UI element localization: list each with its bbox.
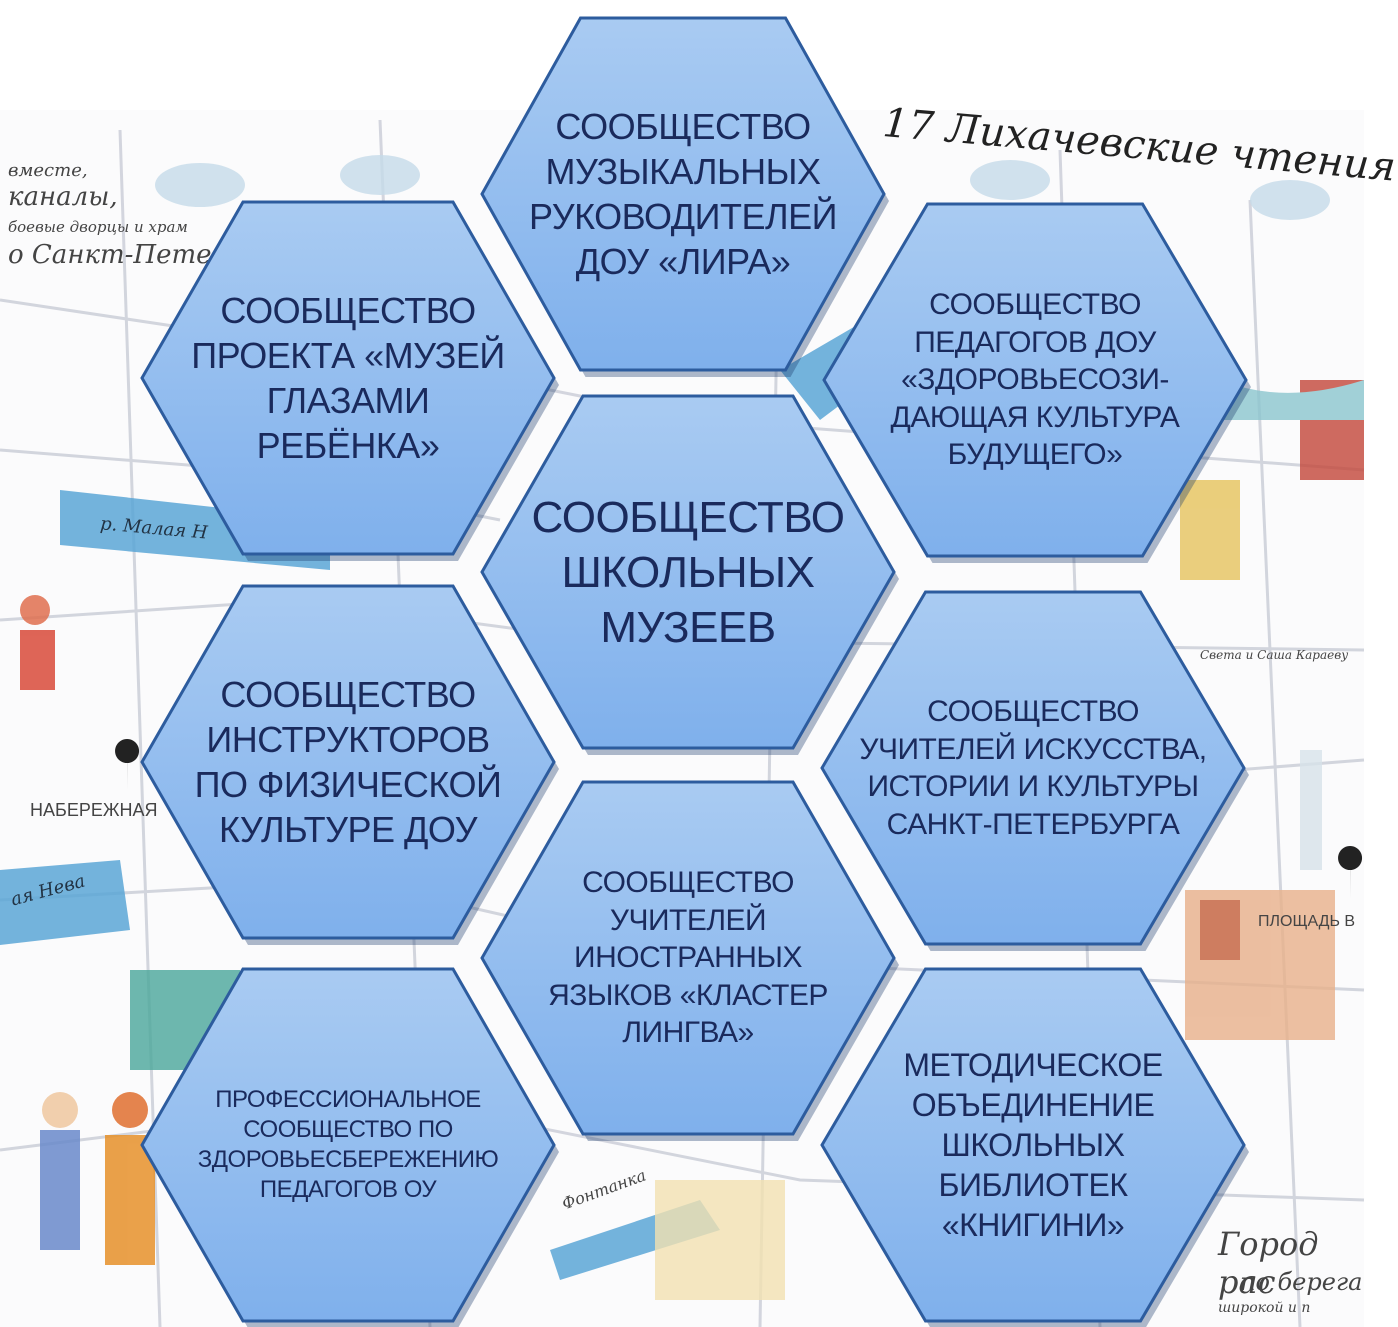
hex-label-knigini: МЕТОДИЧЕСКОЕ ОБЪЕДИНЕНИЕ ШКОЛЬНЫХ БИБЛИО… <box>903 1047 1163 1243</box>
map-note-spb: о Санкт-Петер <box>8 240 229 270</box>
hexagon-shape <box>822 202 1251 563</box>
map-note-dvor: боевые дворцы и храм <box>8 218 188 236</box>
hex-lira[interactable]: СООБЩЕСТВО МУЗЫКАЛЬНЫХ РУКОВОДИТЕЛЕЙ ДОУ… <box>478 14 889 377</box>
map-note-gorod: Город рас <box>1218 1225 1319 1301</box>
hex-prof[interactable]: ПРОФЕССИОНАЛЬНОЕ СООБЩЕСТВО ПО ЗДОРОВЬЕС… <box>138 965 559 1327</box>
hexagon-shape <box>140 584 559 945</box>
hex-label-muzei: СООБЩЕСТВО ПРОЕКТА «МУЗЕЙ ГЛАЗАМИ РЕБЁНК… <box>191 290 505 466</box>
hex-label-fizkult: СООБЩЕСТВО ИНСТРУКТОРОВ ПО ФИЗИЧЕСКОЙ КУ… <box>194 674 502 850</box>
hexagon-shape <box>140 200 559 561</box>
hexagon-shape <box>480 16 889 377</box>
street-label-nab: НАБЕРЕЖНАЯ <box>30 800 158 820</box>
hex-knigini[interactable]: МЕТОДИЧЕСКОЕ ОБЪЕДИНЕНИЕ ШКОЛЬНЫХ БИБЛИО… <box>818 965 1249 1327</box>
hex-label-iskusstvo: СООБЩЕСТВО УЧИТЕЛЕЙ ИСКУССТВА, ИСТОРИИ И… <box>859 695 1207 841</box>
map-note-po: по берега <box>1240 1268 1363 1296</box>
hexagon-shape <box>140 967 559 1327</box>
hex-fizkult[interactable]: СООБЩЕСТВО ИНСТРУКТОРОВ ПО ФИЗИЧЕСКОЙ КУ… <box>138 582 559 945</box>
hexagon-shape <box>480 780 899 1141</box>
map-note-kanal: каналы, <box>8 182 118 212</box>
map-note-shirokoi: широкой и п <box>1218 1300 1311 1316</box>
map-note-top: вместе, <box>8 160 88 181</box>
hex-zdorov[interactable]: СООБЩЕСТВО ПЕДАГОГОВ ДОУ «ЗДОРОВЬЕСОЗИ-Д… <box>820 200 1251 563</box>
hex-label-lingva: СООБЩЕСТВО УЧИТЕЛЕЙ ИНОСТРАННЫХ ЯЗЫКОВ «… <box>548 866 828 1050</box>
hex-lingva[interactable]: СООБЩЕСТВО УЧИТЕЛЕЙ ИНОСТРАННЫХ ЯЗЫКОВ «… <box>478 778 899 1141</box>
hexagon-shape <box>820 967 1249 1327</box>
hex-label-lira: СООБЩЕСТВО МУЗЫКАЛЬНЫХ РУКОВОДИТЕЛЕЙ ДОУ… <box>529 106 837 282</box>
hex-muzei[interactable]: СООБЩЕСТВО ПРОЕКТА «МУЗЕЙ ГЛАЗАМИ РЕБЁНК… <box>138 198 559 561</box>
hexagon-shape <box>480 394 899 755</box>
hex-label-zdorov: СООБЩЕСТВО ПЕДАГОГОВ ДОУ «ЗДОРОВЬЕСОЗИ-Д… <box>890 288 1180 472</box>
hex-center[interactable]: СООБЩЕСТВО ШКОЛЬНЫХ МУЗЕЕВ <box>478 392 899 755</box>
hex-label-center: СООБЩЕСТВО ШКОЛЬНЫХ МУЗЕЕВ <box>531 492 845 652</box>
square-label: ПЛОЩАДЬ В <box>1258 913 1356 930</box>
map-note-sveta: Света и Саша Караеву <box>1200 648 1349 662</box>
hex-iskusstvo[interactable]: СООБЩЕСТВО УЧИТЕЛЕЙ ИСКУССТВА, ИСТОРИИ И… <box>818 588 1249 951</box>
hex-label-prof: ПРОФЕССИОНАЛЬНОЕ СООБЩЕСТВО ПО ЗДОРОВЬЕС… <box>197 1086 499 1203</box>
hexagon-shape <box>820 590 1249 951</box>
